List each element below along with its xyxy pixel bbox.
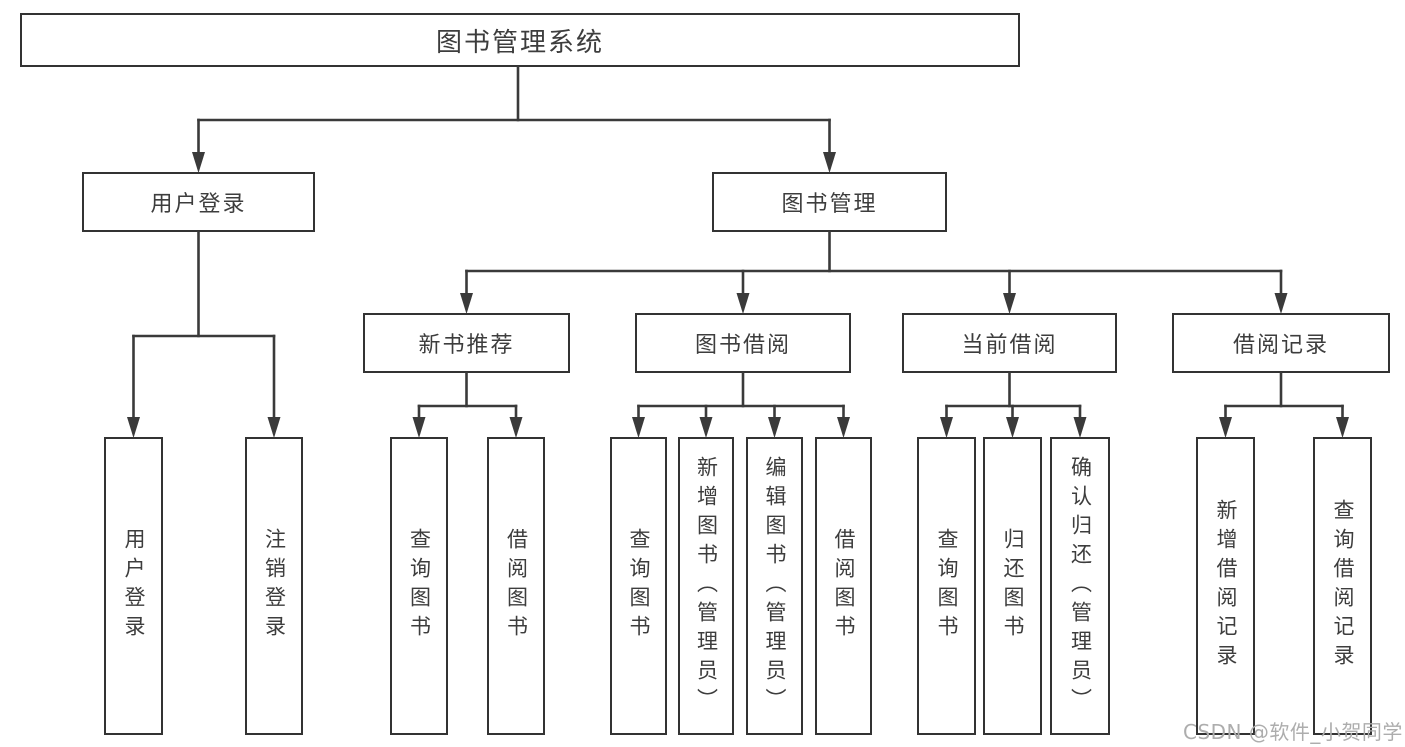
arrowhead (699, 417, 713, 438)
arrowhead (837, 417, 850, 438)
leaf-query-book-current: 查询图书 (917, 437, 976, 735)
node-borrowing-records: 借阅记录 (1172, 313, 1390, 373)
leaf-add-book-admin: 新增图书（管理员） (678, 437, 734, 735)
leaf-confirm-return-admin: 确认归还（管理员） (1050, 437, 1110, 735)
leaf-query-borrow-record: 查询借阅记录 (1313, 437, 1372, 735)
arrowhead (940, 417, 953, 438)
leaf-edit-book-admin: 编辑图书（管理员） (746, 437, 803, 735)
csdn-watermark: CSDN @软件_小贺同学 (1183, 720, 1403, 744)
arrowhead (509, 417, 523, 438)
leaf-return-book: 归还图书 (983, 437, 1042, 735)
leaf-logout-login: 注销登录 (245, 437, 303, 735)
node-current-borrowing: 当前借阅 (902, 313, 1117, 373)
arrowhead (1274, 293, 1288, 314)
arrowhead (1003, 293, 1016, 314)
arrowhead (460, 293, 473, 314)
node-book-borrowing: 图书借阅 (635, 313, 851, 373)
node-library-system: 图书管理系统 (20, 13, 1020, 67)
arrowhead (632, 417, 645, 438)
leaf-borrow-book-newbook: 借阅图书 (487, 437, 545, 735)
arrowhead (1073, 417, 1087, 438)
arrowhead (412, 417, 426, 438)
arrowhead (267, 417, 281, 438)
arrowhead (768, 417, 781, 438)
arrowhead (1336, 417, 1349, 438)
leaf-borrow-book-borrowing: 借阅图书 (815, 437, 872, 735)
node-new-book-recommend: 新书推荐 (363, 313, 570, 373)
arrowhead (1219, 417, 1232, 438)
leaf-user-login: 用户登录 (104, 437, 163, 735)
arrowhead (736, 293, 750, 314)
arrowhead (823, 152, 836, 173)
leaf-query-book-newbook: 查询图书 (390, 437, 448, 735)
node-user-login: 用户登录 (82, 172, 315, 232)
arrowhead (127, 417, 140, 438)
arrowhead (192, 152, 205, 173)
leaf-query-book-borrowing: 查询图书 (610, 437, 667, 735)
arrowhead (1006, 417, 1019, 438)
node-book-management: 图书管理 (712, 172, 947, 232)
leaf-add-borrow-record: 新增借阅记录 (1196, 437, 1255, 735)
